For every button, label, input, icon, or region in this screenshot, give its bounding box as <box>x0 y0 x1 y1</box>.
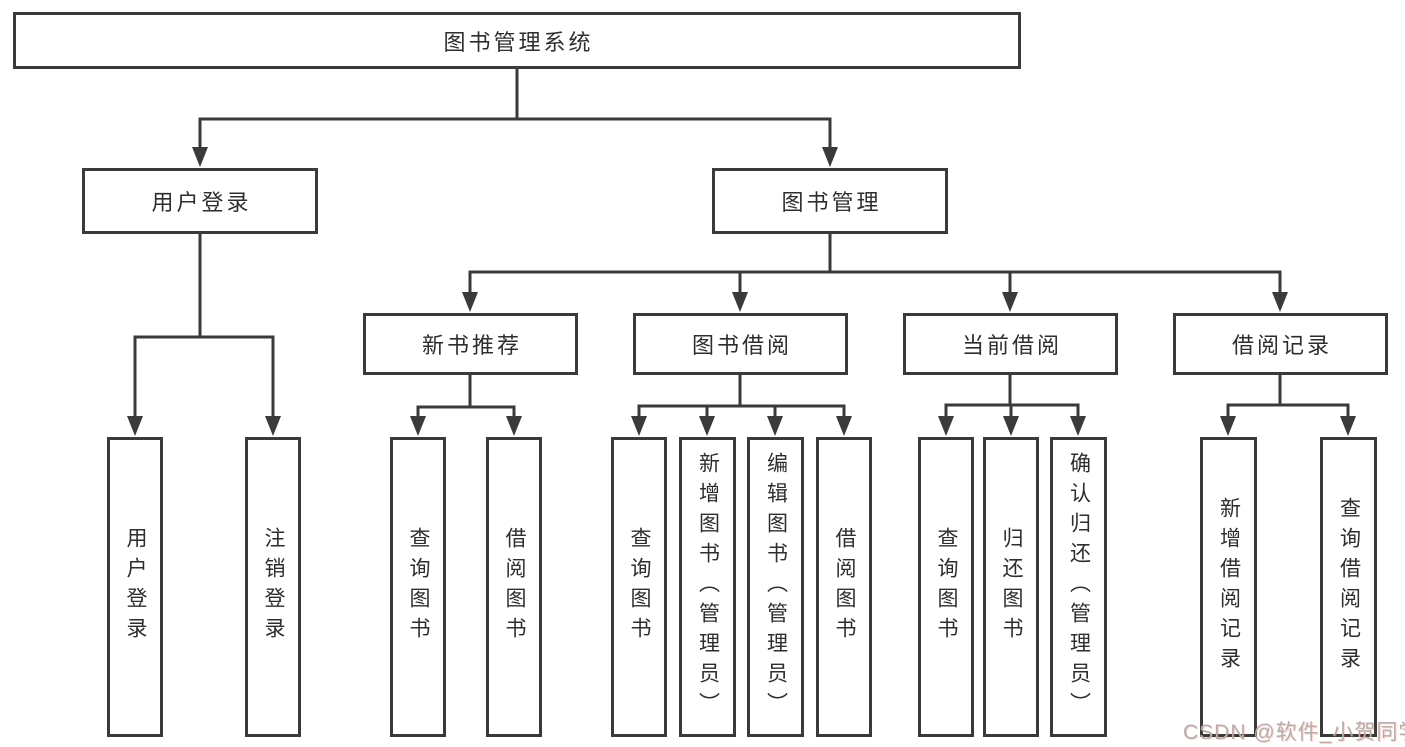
node-label: 编辑图书（管理员） <box>764 452 788 722</box>
leaf-return-books: 归还图书 <box>983 437 1039 737</box>
node-library-system: 图书管理系统 <box>13 12 1021 69</box>
node-borrowing-records: 借阅记录 <box>1173 313 1388 375</box>
node-label: 借阅图书 <box>833 527 856 647</box>
leaf-confirm-return-admin: 确认归还（管理员） <box>1050 437 1107 737</box>
node-label: 查询图书 <box>935 527 958 647</box>
node-label: 归还图书 <box>1000 527 1023 647</box>
node-label: 图书管理系统 <box>443 29 594 55</box>
node-label: 借阅记录 <box>1231 333 1332 358</box>
node-label: 查询图书 <box>407 527 430 647</box>
leaf-add-books-admin: 新增图书（管理员） <box>679 437 736 737</box>
node-label: 借阅图书 <box>503 527 526 647</box>
node-label: 新增图书（管理员） <box>696 452 720 722</box>
leaf-user-login: 用户登录 <box>107 437 163 737</box>
leaf-logout: 注销登录 <box>245 437 301 737</box>
leaf-query-books-borrowing: 查询图书 <box>611 437 667 737</box>
node-label: 图书借阅 <box>691 333 792 358</box>
node-label: 查询图书 <box>628 527 651 647</box>
node-label: 新书推荐 <box>421 333 522 358</box>
leaf-query-borrow-record: 查询借阅记录 <box>1320 437 1377 737</box>
leaf-query-books-recommend: 查询图书 <box>390 437 446 737</box>
node-label: 用户登录 <box>151 190 252 215</box>
node-label: 查询借阅记录 <box>1337 497 1361 677</box>
tree-edges <box>133 69 1350 418</box>
node-current-borrowing: 当前借阅 <box>903 313 1118 375</box>
csdn-watermark: CSDN @软件_小贺同学 <box>1183 721 1405 744</box>
node-label: 当前借阅 <box>961 333 1062 358</box>
node-book-management: 图书管理 <box>712 168 948 234</box>
node-label: 图书管理 <box>781 190 882 215</box>
node-label: 新增借阅记录 <box>1217 497 1241 677</box>
node-label: 用户登录 <box>124 527 147 647</box>
leaf-borrow-books: 借阅图书 <box>816 437 872 737</box>
node-user-login: 用户登录 <box>82 168 318 234</box>
leaf-query-books-current: 查询图书 <box>918 437 974 737</box>
node-book-borrowing: 图书借阅 <box>633 313 848 375</box>
node-label: 注销登录 <box>262 527 285 647</box>
leaf-borrow-books-recommend: 借阅图书 <box>486 437 542 737</box>
leaf-add-borrow-record: 新增借阅记录 <box>1200 437 1257 737</box>
node-new-book-recommend: 新书推荐 <box>363 313 578 375</box>
node-label: 确认归还（管理员） <box>1067 452 1091 722</box>
leaf-edit-books-admin: 编辑图书（管理员） <box>747 437 804 737</box>
